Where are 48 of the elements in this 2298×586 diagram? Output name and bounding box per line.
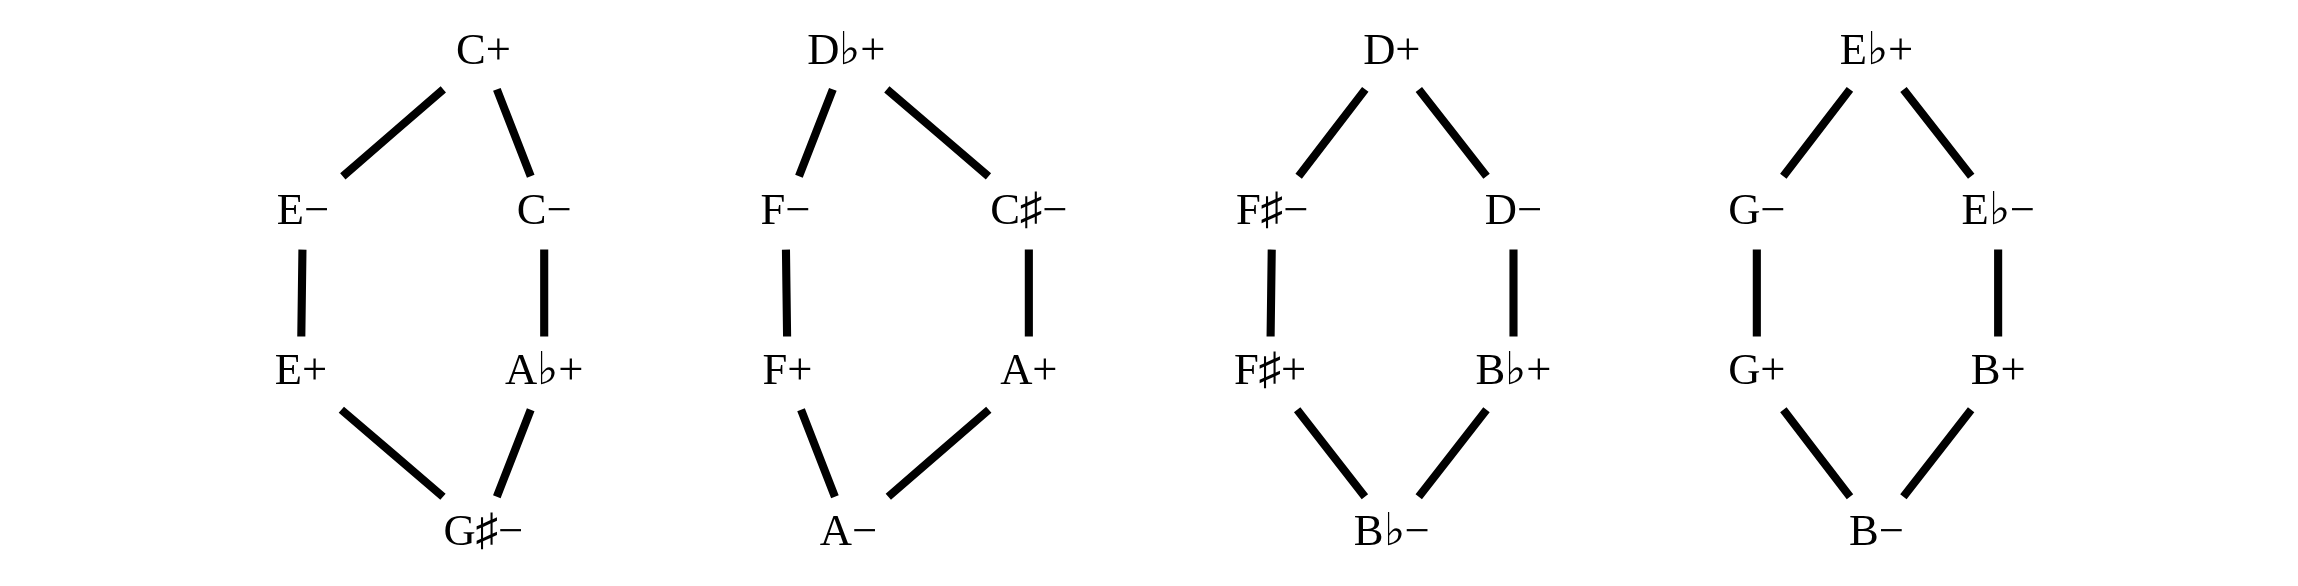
node-text: D− bbox=[1484, 184, 1542, 235]
connector bbox=[885, 406, 991, 500]
node-text: B♭− bbox=[1353, 504, 1430, 555]
connector bbox=[1415, 86, 1490, 179]
connector bbox=[1293, 407, 1368, 500]
connector bbox=[796, 408, 839, 499]
connector bbox=[1899, 407, 1974, 500]
node-text: E♭+ bbox=[1839, 24, 1913, 75]
node-text: G− bbox=[1727, 184, 1786, 235]
node-text: F♯+ bbox=[1233, 344, 1306, 395]
node-text: F♯− bbox=[1235, 184, 1308, 235]
node-text: C♯− bbox=[989, 184, 1067, 235]
node-text: A+ bbox=[999, 344, 1058, 395]
node-text: B♭+ bbox=[1475, 344, 1551, 395]
connector bbox=[794, 87, 837, 178]
connector bbox=[1779, 407, 1853, 500]
node-text: D♭+ bbox=[806, 24, 886, 75]
connector bbox=[492, 87, 534, 178]
node-text: E+ bbox=[274, 344, 327, 395]
connector bbox=[339, 86, 446, 180]
connector bbox=[338, 406, 446, 500]
connector bbox=[296, 249, 306, 337]
node-text: C+ bbox=[455, 24, 511, 75]
connector bbox=[539, 249, 548, 337]
connector bbox=[1779, 86, 1853, 179]
connector bbox=[781, 249, 791, 337]
connector bbox=[1993, 249, 2002, 337]
node-text: E− bbox=[276, 184, 329, 235]
connector bbox=[883, 86, 991, 180]
node-text: B+ bbox=[1970, 344, 2026, 395]
connector bbox=[1899, 86, 1974, 179]
node-text: G+ bbox=[1727, 344, 1786, 395]
node-text: A♭+ bbox=[504, 344, 583, 395]
connector bbox=[1294, 86, 1368, 179]
node-text: F− bbox=[760, 184, 810, 235]
node-text: B− bbox=[1848, 504, 1904, 555]
connector bbox=[1508, 249, 1518, 337]
node-text: F+ bbox=[762, 344, 813, 395]
connector bbox=[1752, 249, 1761, 337]
connector bbox=[1266, 249, 1276, 337]
connector bbox=[492, 408, 534, 499]
node-text: E♭− bbox=[1960, 184, 2035, 235]
node-text: G♯− bbox=[443, 504, 523, 555]
node-text: D+ bbox=[1362, 24, 1421, 75]
node-text: C− bbox=[516, 184, 572, 235]
connector bbox=[1415, 407, 1490, 500]
connector bbox=[1024, 249, 1033, 337]
node-text: A− bbox=[819, 504, 877, 555]
